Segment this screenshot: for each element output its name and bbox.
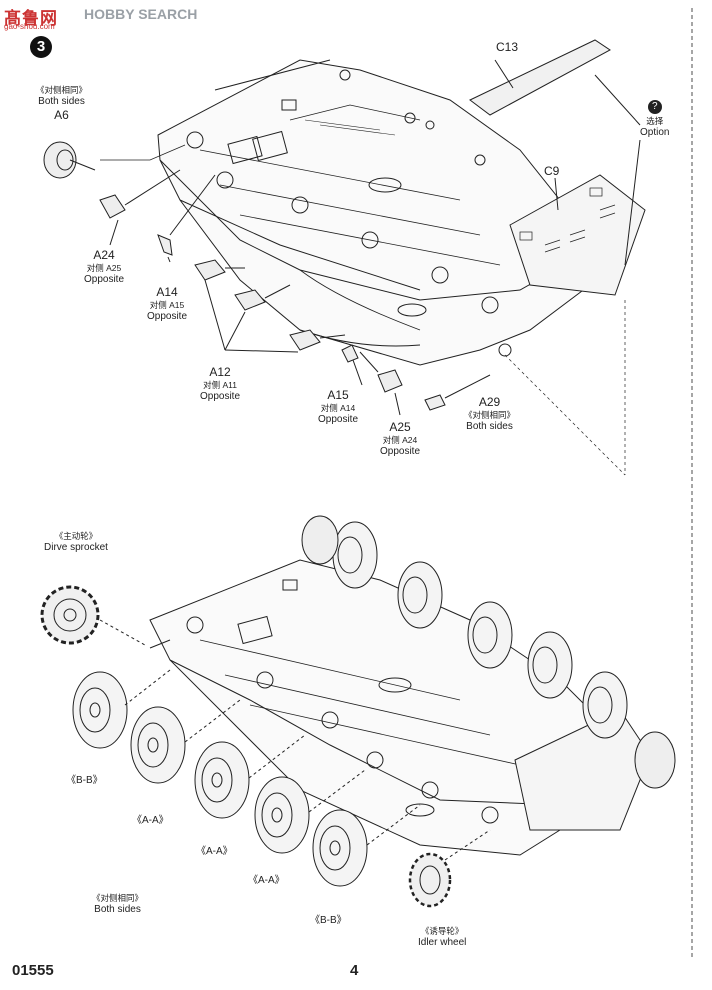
watermark-url: gao-shou.com	[4, 22, 55, 31]
question-mark-icon: ?	[647, 100, 662, 114]
drive-sprocket	[40, 585, 171, 649]
page-number: 4	[350, 962, 359, 979]
kit-code: 01555	[12, 962, 54, 979]
c9-plate	[509, 174, 646, 296]
label-c9: C9	[544, 164, 560, 178]
wheel-label-2: 《A-A》	[132, 815, 169, 826]
label-a29: A29《对侧相同》Both sides	[464, 395, 516, 432]
near-side-road-wheels	[72, 669, 421, 887]
lower-hull-drawing	[149, 559, 651, 856]
wheel-label-3: 《A-A》	[196, 846, 233, 857]
wheel-label-1: 《B-B》	[66, 775, 103, 786]
a24-part	[99, 194, 126, 219]
step-number-badge: 3	[30, 36, 52, 58]
wheel-label-5: 《B-B》	[310, 915, 347, 926]
upper-hull-drawing	[157, 59, 611, 366]
c13-plate	[469, 39, 611, 116]
watermark-text: HOBBY SEARCH	[84, 6, 198, 22]
far-side-road-wheels	[301, 515, 676, 789]
idler-wheel	[408, 829, 491, 908]
wheel-label-4: 《A-A》	[248, 875, 285, 886]
label-drive-sprocket: 《主动轮》Dirve sprocket	[44, 531, 108, 553]
watermark-logo: 髙鲁网	[4, 9, 58, 28]
label-idler-wheel: 《诱导轮》Idler wheel	[418, 926, 467, 948]
label-c13: C13	[496, 40, 519, 54]
label-both-sides: 《对侧相同》Both sides	[92, 893, 144, 915]
